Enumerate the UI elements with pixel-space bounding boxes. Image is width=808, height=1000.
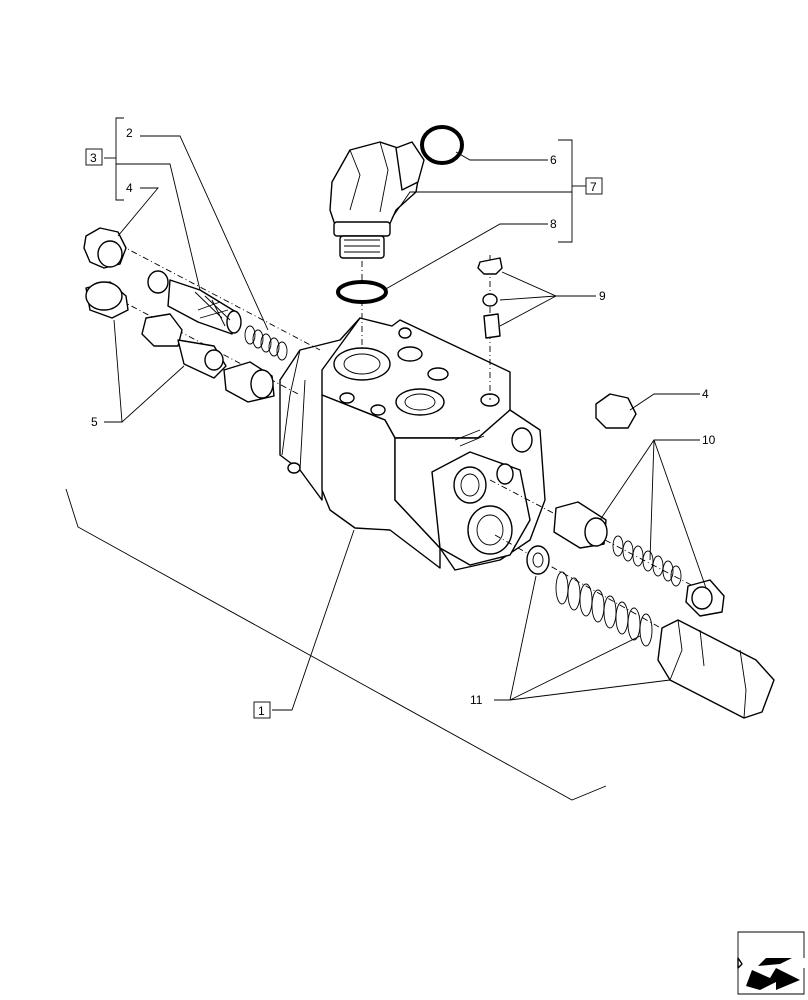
top-fitting: [329, 125, 464, 350]
callout-2: 2: [126, 126, 133, 140]
next-page-arrow-icon[interactable]: [737, 931, 805, 995]
callout-labels: 2 3 4 5 6 7 8 9 4 10 11 1: [85, 126, 716, 719]
callout-11: 11: [470, 693, 483, 707]
callout-3: 3: [90, 151, 97, 165]
leader-lines: [104, 117, 707, 711]
callout-box-1: [253, 701, 271, 719]
callout-5: 5: [91, 415, 98, 429]
callout-box-3: [85, 148, 103, 166]
callout-10: 10: [702, 433, 716, 447]
callout-box-7: [585, 177, 603, 195]
callout-6: 6: [550, 153, 557, 167]
valve-body: [279, 317, 546, 571]
small-parts: [477, 255, 503, 400]
section-line: [65, 488, 607, 801]
callout-9: 9: [599, 289, 606, 303]
callout-7: 7: [590, 180, 597, 194]
right-parts: [489, 479, 775, 719]
left-parts: [83, 227, 321, 403]
callout-4-left: 4: [126, 181, 133, 195]
plug-right: [595, 393, 637, 429]
callout-4-right: 4: [702, 387, 709, 401]
callout-8: 8: [550, 217, 557, 231]
callout-1: 1: [258, 704, 265, 718]
